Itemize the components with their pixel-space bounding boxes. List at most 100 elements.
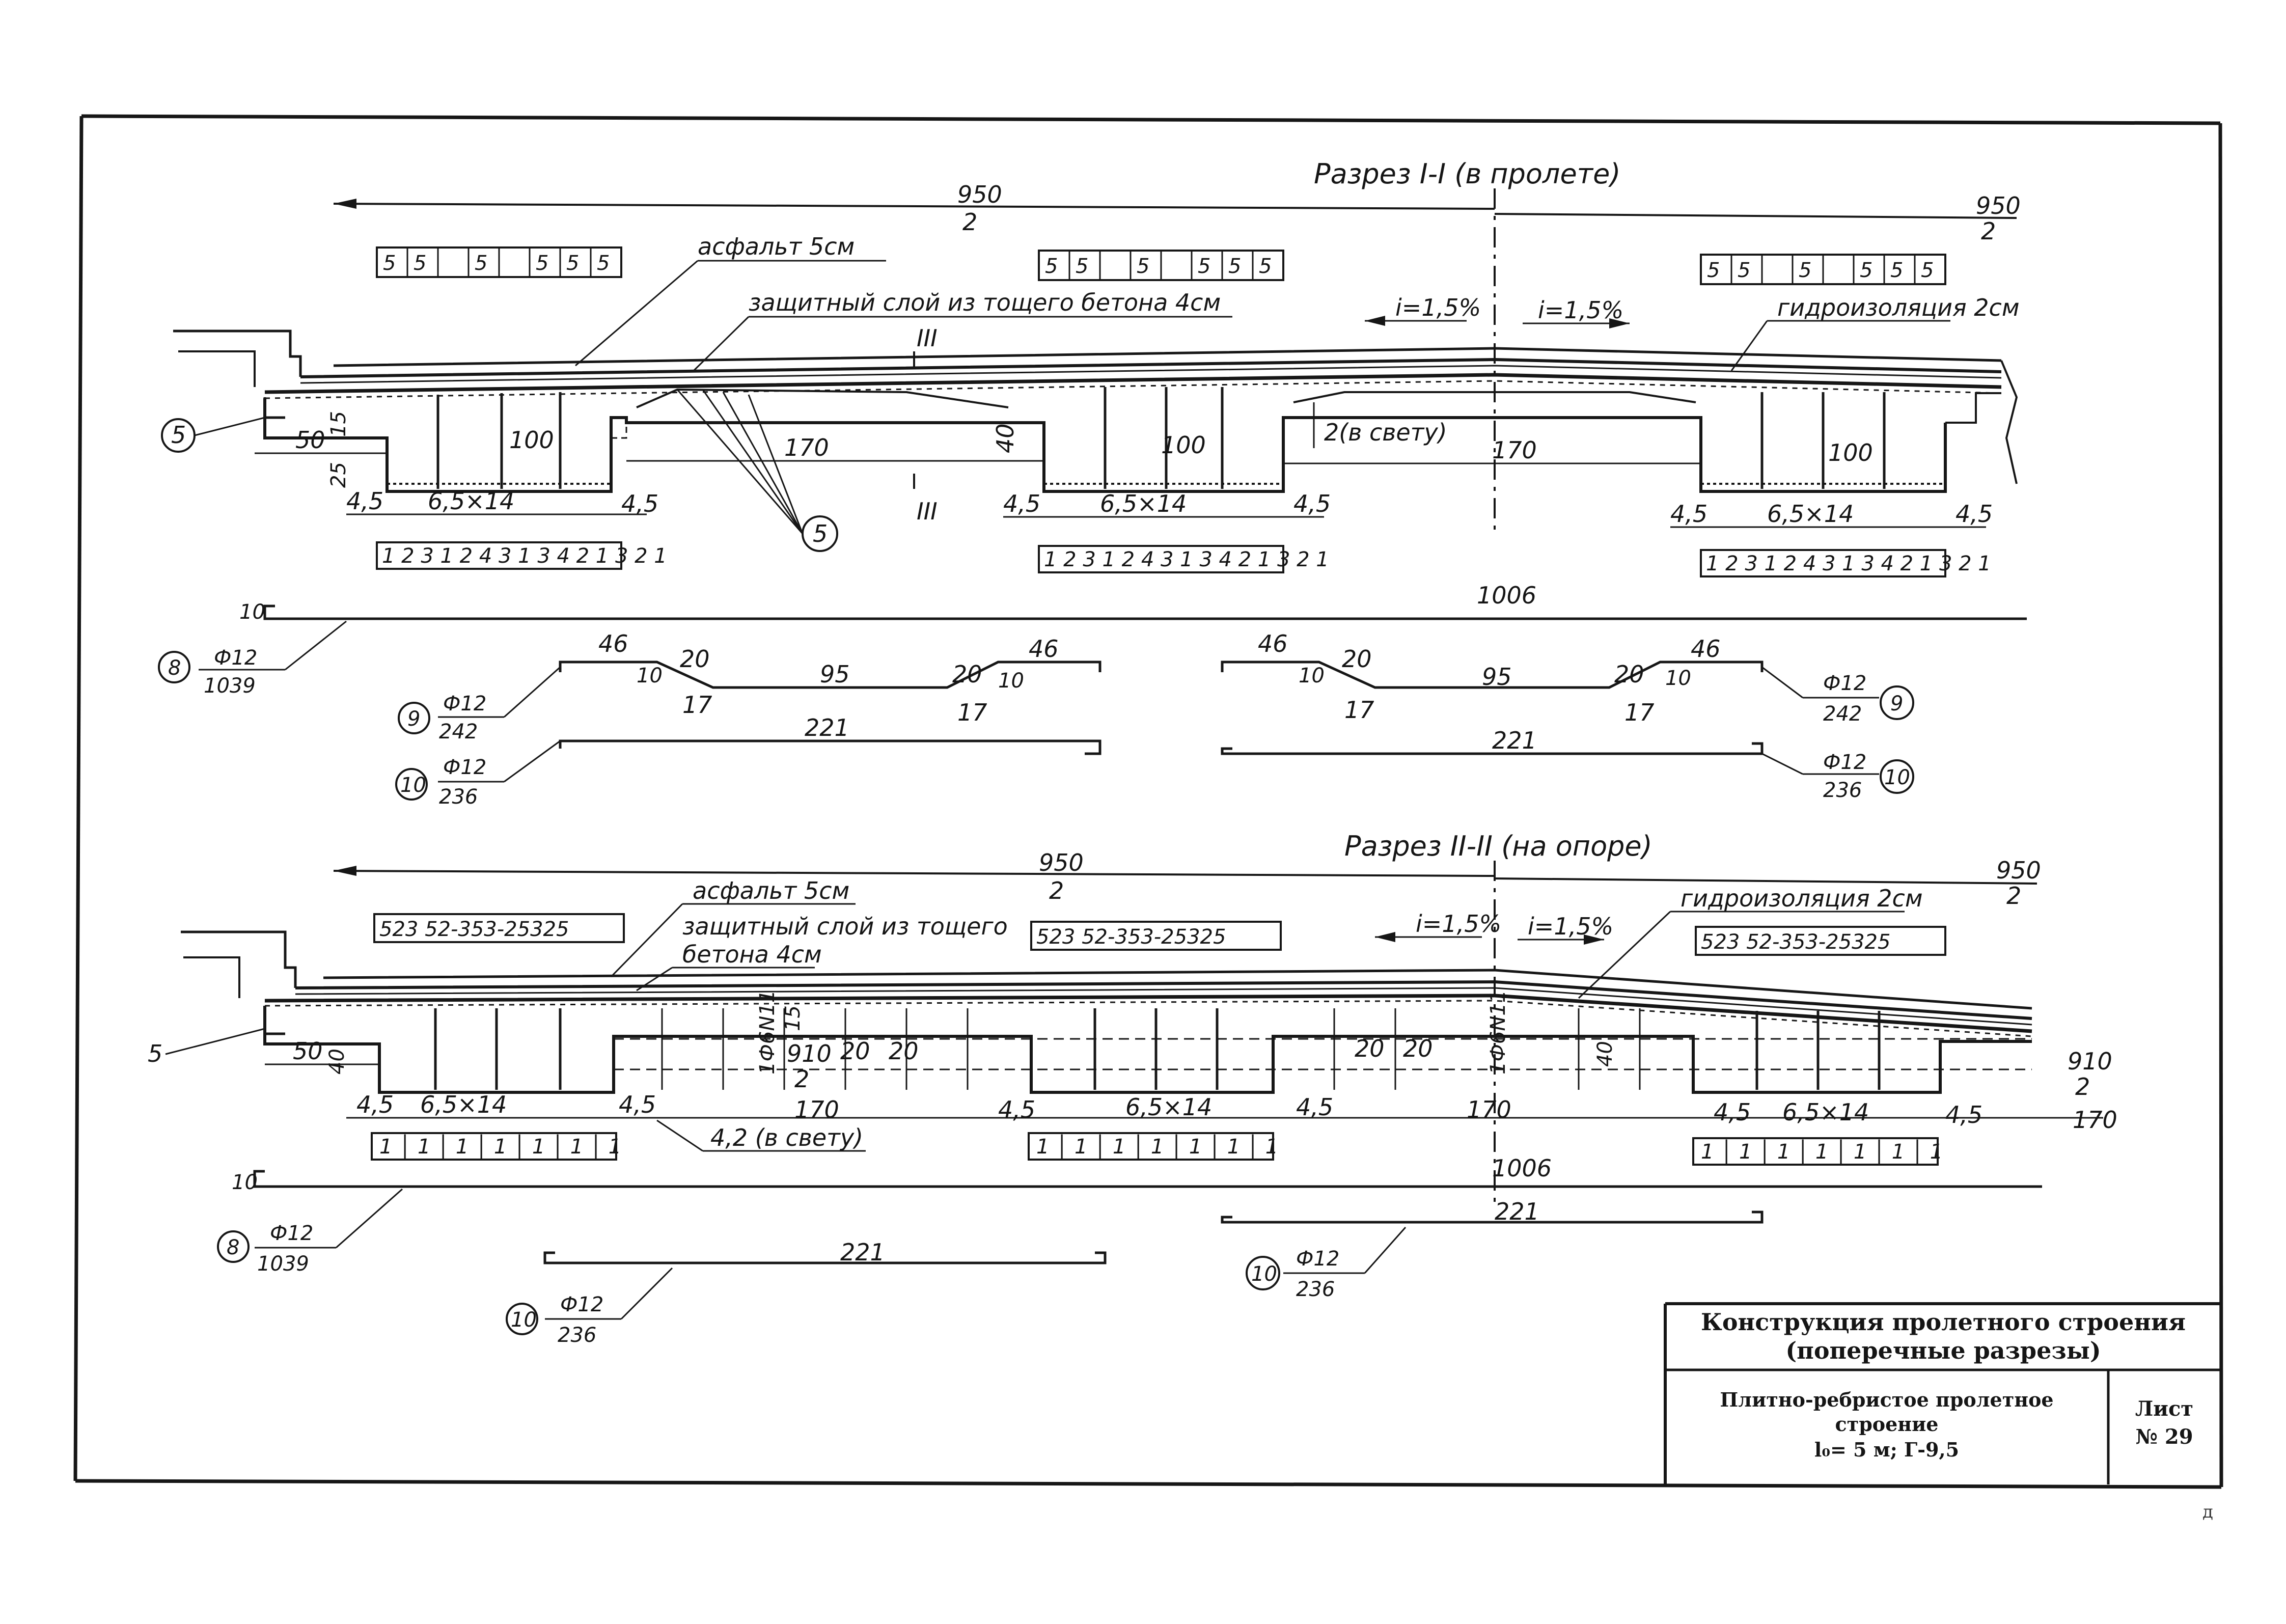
dim-910-num: 910 — [787, 1040, 832, 1067]
sheet-frame — [73, 114, 2223, 1489]
dim-6514: 6,5×14 — [1782, 1098, 1869, 1126]
bar8-span: 1006 — [1492, 1154, 1552, 1182]
bar9-b: 20 — [1342, 645, 1372, 673]
dim-45: 4,5 — [1296, 1093, 1333, 1121]
bar9-c: 10 — [998, 669, 1024, 693]
section2-protect-label-2: бетона 4см — [682, 941, 822, 968]
bar10-dia: Ф12 — [443, 756, 486, 779]
dim-910-num: 910 — [2068, 1048, 2112, 1075]
section1-half-r-num: 950 — [1976, 192, 2021, 219]
code-cell: 5 — [1921, 259, 1934, 282]
section1-bottom-code-left: 1 2 3 1 2 4 3 1 3 4 2 1 3 2 1 — [376, 541, 667, 570]
section2-top-code-mid: 523 52-353-25325 — [1030, 921, 1282, 951]
code-cell: 5 — [1228, 255, 1241, 278]
section2-half-num: 950 — [1039, 849, 1084, 876]
stamp-desc-2: строение — [1835, 1413, 1939, 1436]
title-block — [1664, 1302, 2221, 1484]
bar9-b: 20 — [680, 645, 710, 673]
bar8-dia: Ф12 — [214, 646, 257, 670]
dim-100-mid: 100 — [1161, 431, 1206, 459]
dim-45: 4,5 — [1945, 1101, 1982, 1128]
code-cell: 5 — [566, 252, 579, 275]
bar9-d: 17 — [682, 691, 712, 719]
bottom-code-text: 1 │ 1 │ 1 │ 1 │ 1 │ 1 │ 1 — [1036, 1134, 1278, 1159]
dim-40: 40 — [325, 1049, 349, 1075]
bar9-d: 17 — [1624, 699, 1655, 726]
section1-waterproof-label: гидроизоляция 2см — [1777, 294, 2020, 321]
section1-top-code-mid: 5 5 5 5 5 5 — [1038, 250, 1284, 281]
section-1-1: Разрез I-I (в пролете) 950 2 950 2 5 5 5… — [161, 158, 2021, 577]
dim-20: 20 — [1355, 1035, 1385, 1062]
section1-asphalt-label: асфальт 5см — [698, 233, 855, 260]
dim-50: 50 — [293, 1037, 323, 1065]
rebar-mark: 1Ф6N11 — [1486, 990, 1510, 1075]
dim-100-right: 100 — [1828, 439, 1873, 466]
stamp-title-1: Конструкция пролетного строения — [1701, 1308, 2186, 1336]
bar9-a: 46 — [1258, 630, 1288, 657]
rebar-mark: 1Ф6N11 — [756, 990, 779, 1075]
bar9-b: 20 — [952, 660, 982, 688]
bar10-dia: Ф12 — [560, 1293, 603, 1316]
bar10-num: 10 — [1884, 766, 1910, 789]
section1-protect-label: защитный слой из тощего бетона 4см — [749, 289, 1221, 316]
dim-20: 20 — [1403, 1035, 1433, 1062]
dim-6514: 6,5×14 — [1125, 1093, 1212, 1121]
section2-bottom-code-right: 1 │ 1 │ 1 │ 1 │ 1 │ 1 │ 1 — [1692, 1137, 1943, 1166]
section2-slope-left: i=1,5% — [1416, 910, 1501, 938]
dim-40: 40 — [1593, 1041, 1617, 1067]
section2-half-den: 2 — [1049, 877, 1064, 904]
code-cell: 5 — [1860, 259, 1872, 282]
bar9-mid: 95 — [1482, 663, 1512, 691]
dim-15: 15 — [327, 411, 350, 437]
bar10-span: 221 — [1495, 1198, 1539, 1225]
dim-170: 170 — [2073, 1106, 2117, 1134]
bar8-dia: Ф12 — [270, 1222, 313, 1245]
code-cell: 5 — [1738, 259, 1750, 282]
section-mark: III — [917, 324, 938, 352]
section1-half-r-den: 2 — [1981, 217, 1996, 245]
section2-bottom-code-mid: 1 │ 1 │ 1 │ 1 │ 1 │ 1 │ 1 — [1028, 1132, 1278, 1161]
section1-half-num: 950 — [957, 181, 1002, 208]
code-cell: 5 — [383, 252, 396, 275]
stamp-title-2: (поперечные разрезы) — [1785, 1337, 2101, 1364]
bottom-code-text: 1 │ 1 │ 1 │ 1 │ 1 │ 1 │ 1 — [1701, 1139, 1943, 1164]
section-mark: III — [917, 498, 938, 525]
page-mark: д — [2202, 1502, 2213, 1522]
bar9-d: 17 — [957, 699, 987, 726]
bar9-dia: Ф12 — [443, 692, 486, 715]
dim-45: 4,5 — [1714, 1098, 1751, 1126]
bottom-code-text: 1 2 3 1 2 4 3 1 3 4 2 1 3 2 1 — [1044, 548, 1329, 571]
dim-6514: 6,5×14 — [1767, 500, 1854, 528]
top-code-text: 523 52-353-25325 — [1036, 925, 1226, 949]
bottom-code-text: 1 │ 1 │ 1 │ 1 │ 1 │ 1 │ 1 — [379, 1134, 621, 1159]
dim-45: 4,5 — [1956, 500, 1993, 528]
bar10-len: 236 — [558, 1324, 596, 1347]
ref-5-left: 5 — [171, 421, 186, 449]
section2-half-r-den: 2 — [2006, 882, 2021, 910]
top-code-text: 523 52-353-25325 — [379, 918, 569, 941]
section2-top-code-left: 523 52-353-25325 — [373, 913, 625, 943]
bar8-num: 8 — [227, 1236, 239, 1259]
dim-25: 25 — [327, 462, 350, 488]
dim-45: 4,5 — [346, 487, 383, 515]
dim-20: 20 — [840, 1037, 870, 1065]
dim-45: 4,5 — [621, 490, 658, 517]
bar10-span: 221 — [1492, 727, 1537, 754]
bar8-hook: 10 — [239, 600, 265, 624]
section2-protect-label-1: защитный слой из тощего — [682, 913, 1008, 940]
bar10-num: 10 — [400, 774, 426, 797]
top-code-text: 523 52-353-25325 — [1701, 930, 1890, 954]
code-cell: 5 — [414, 252, 426, 275]
section-2-title: Разрез II-II (на опоре) — [1344, 830, 1652, 862]
bar10-dia: Ф12 — [1823, 751, 1866, 774]
dim-50: 50 — [295, 426, 325, 454]
dim-910-den: 2 — [2075, 1073, 2090, 1100]
section2-waterproof-label: гидроизоляция 2см — [1681, 885, 1923, 912]
bar10-num: 10 — [1251, 1262, 1277, 1286]
dim-6514: 6,5×14 — [1100, 490, 1187, 517]
dim-20: 20 — [889, 1037, 919, 1065]
bar9-c: 10 — [1299, 664, 1325, 687]
bottom-code-text: 1 2 3 1 2 4 3 1 3 4 2 1 3 2 1 — [382, 544, 667, 568]
code-cell: 5 — [475, 252, 487, 275]
bar10-dia: Ф12 — [1296, 1247, 1339, 1271]
